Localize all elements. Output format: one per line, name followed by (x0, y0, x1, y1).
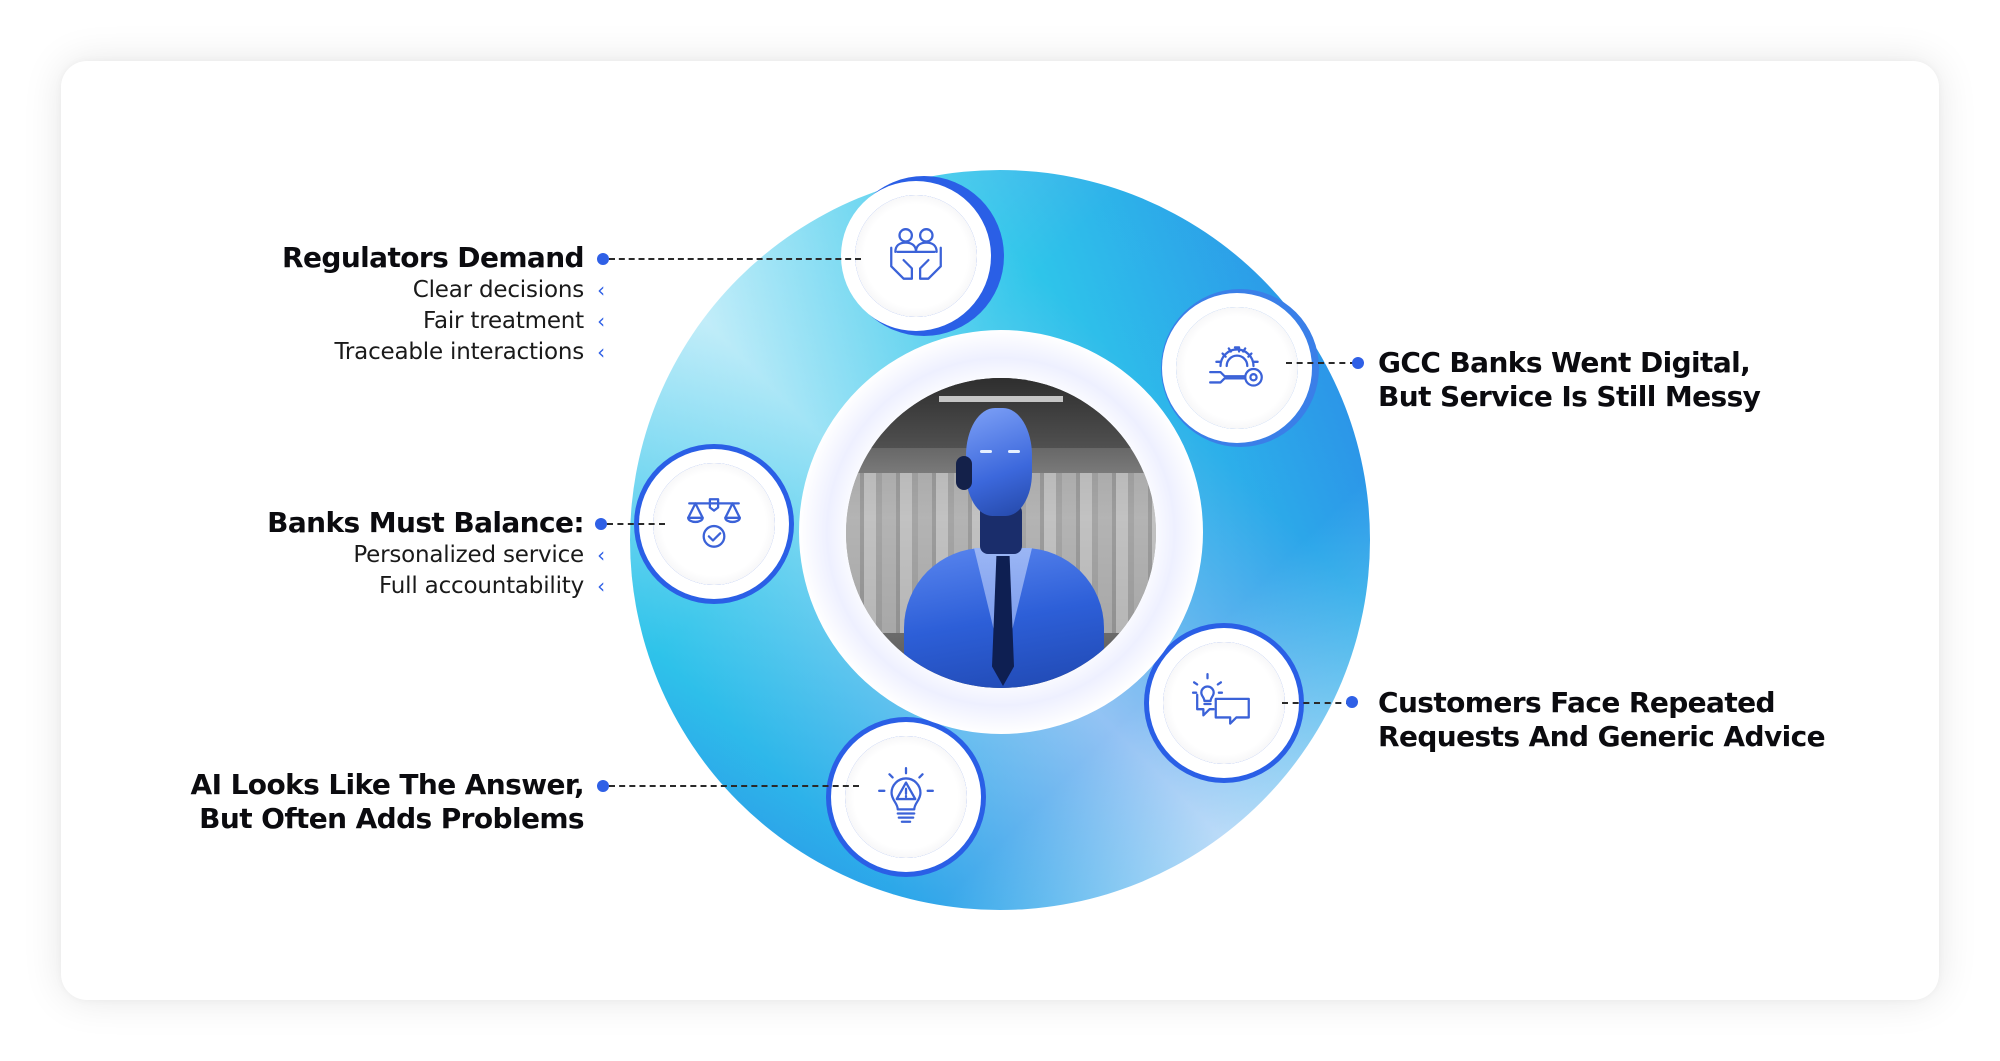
heading-gcc-banks-line2: But Service Is Still Messy (1378, 380, 1761, 413)
item-text: Fair treatment (423, 308, 584, 334)
connector-line-regulators (609, 258, 861, 260)
connector-dot-ai-answer (597, 780, 609, 792)
heading-customers-line1: Customers Face Repeated (1378, 686, 1776, 719)
item-text: Clear decisions (412, 277, 584, 303)
chevron-left-icon: ‹ (597, 543, 605, 567)
connector-line-gcc-banks (1286, 362, 1356, 364)
label-customers: Customers Face Repeated Requests And Gen… (1378, 686, 1826, 754)
chevron-left-icon: ‹ (597, 309, 605, 333)
node-customers (1163, 642, 1285, 764)
item-text: Personalized service (353, 542, 584, 568)
node-banks-balance (653, 463, 775, 585)
gear-wrench-icon (1209, 346, 1263, 387)
item-text: Traceable interactions (334, 339, 584, 365)
label-ai-answer: AI Looks Like The Answer, But Often Adds… (190, 768, 585, 836)
heading-gcc-banks-line1: GCC Banks Went Digital, (1378, 346, 1751, 379)
scales-check-icon (687, 498, 741, 548)
connector-line-banks-balance (607, 523, 665, 525)
connector-dot-banks-balance (595, 518, 607, 530)
heading-regulators: Regulators Demand (282, 241, 585, 274)
lightbulb-warning-icon (878, 766, 934, 823)
people-hands-care-icon (890, 228, 942, 280)
heading-customers-line2: Requests And Generic Advice (1378, 720, 1826, 753)
list-item: Full accountability ‹ (267, 571, 605, 602)
node-regulators (855, 195, 977, 317)
list-item: Clear decisions ‹ (282, 275, 605, 306)
chevron-left-icon: ‹ (597, 574, 605, 598)
chevron-left-icon: ‹ (597, 278, 605, 302)
node-gcc-banks (1176, 307, 1298, 429)
node-ai-answer (845, 736, 967, 858)
list-item: Traceable interactions ‹ (282, 337, 605, 368)
heading-ai-answer-line2: But Often Adds Problems (199, 802, 584, 835)
heading-banks-balance: Banks Must Balance: (267, 506, 584, 539)
connector-line-ai-answer (609, 785, 859, 787)
label-banks-balance: Banks Must Balance: Personalized service… (267, 506, 605, 602)
connector-dot-customers (1346, 696, 1358, 708)
label-gcc-banks: GCC Banks Went Digital, But Service Is S… (1378, 346, 1761, 414)
robot-banker-image (846, 378, 1156, 688)
item-text: Full accountability (379, 573, 584, 599)
chevron-left-icon: ‹ (597, 340, 605, 364)
heading-ai-answer-line1: AI Looks Like The Answer, (190, 768, 585, 801)
connector-dot-regulators (597, 253, 609, 265)
label-regulators: Regulators Demand Clear decisions ‹ Fair… (282, 241, 605, 368)
list-item: Personalized service ‹ (267, 540, 605, 571)
connector-dot-gcc-banks (1352, 357, 1364, 369)
lightbulb-chat-icon (1191, 672, 1250, 725)
list-item: Fair treatment ‹ (282, 306, 605, 337)
connector-line-customers (1282, 702, 1352, 704)
